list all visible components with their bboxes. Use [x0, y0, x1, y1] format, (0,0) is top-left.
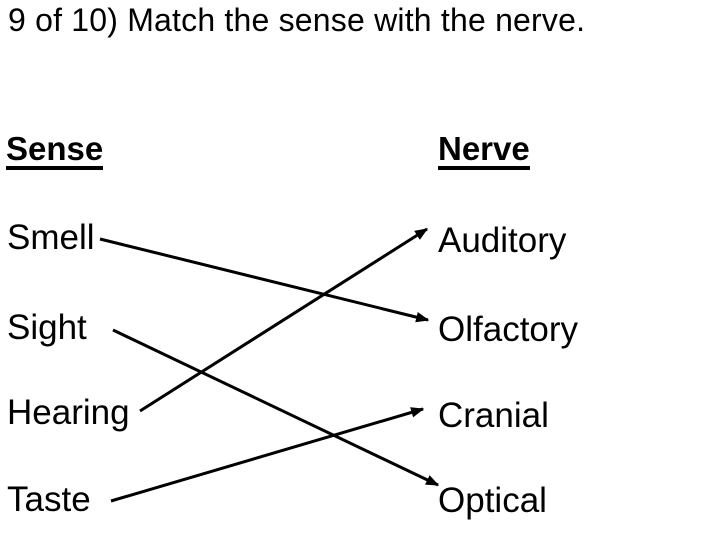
- nerve-item-cranial: Cranial: [438, 396, 549, 435]
- nerve-item-olfactory: Olfactory: [438, 310, 579, 349]
- sense-column-header: Sense: [6, 132, 104, 170]
- sense-item-hearing: Hearing: [7, 393, 130, 432]
- match-arrow-taste-cranial: [110, 407, 425, 503]
- match-arrow-sight-optical: [112, 328, 440, 487]
- match-arrow-smell-olfactory: [99, 237, 430, 323]
- slide-title: 9 of 10) Match the sense with the nerve.: [8, 2, 586, 38]
- nerve-item-auditory: Auditory: [438, 221, 567, 260]
- sense-item-taste: Taste: [7, 480, 91, 519]
- sense-item-smell: Smell: [7, 218, 95, 257]
- sense-item-sight: Sight: [7, 308, 87, 347]
- nerve-item-optical: Optical: [438, 481, 547, 520]
- match-arrow-hearing-auditory: [139, 227, 429, 413]
- nerve-column-header: Nerve: [438, 132, 530, 170]
